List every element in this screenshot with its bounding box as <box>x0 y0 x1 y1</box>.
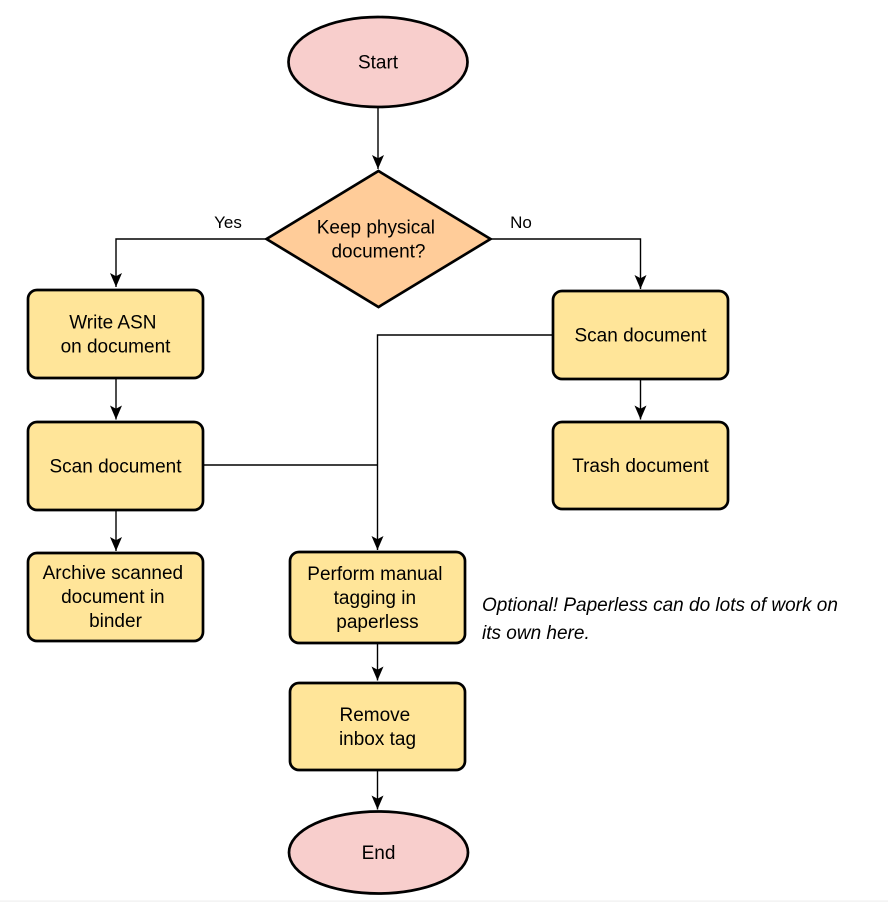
node-decision-keep-physical: Keep physical document? <box>263 169 494 309</box>
archive-label-line2: document in <box>61 587 165 608</box>
scan-left-box <box>26 420 205 512</box>
write-asn-label-line2: on document <box>61 337 172 358</box>
trash-box <box>551 420 730 511</box>
remove-inbox-label-line1: Remove <box>339 705 410 726</box>
edge-label-yes: Yes <box>214 213 242 232</box>
edge-scan-right-to-tagging <box>371 334 553 550</box>
edge-labels: Yes No <box>214 213 532 232</box>
remove-inbox-label-line2: inbox tag <box>339 729 416 750</box>
tagging-label: Perform manual tagging in paperless <box>307 564 447 633</box>
tagging-label-line1: Perform manual <box>307 564 442 585</box>
edge-decision-no-to-scan-right <box>491 238 647 289</box>
annotation: Optional! Paperless can do lots of work … <box>482 595 843 644</box>
tagging-box <box>288 550 467 645</box>
write-asn-label-line1: Write ASN <box>69 313 156 334</box>
edges <box>110 107 647 810</box>
write-asn-label: Write ASN on document <box>61 313 172 358</box>
node-scan-left: Scan document <box>26 420 205 512</box>
decision-diamond <box>263 169 494 309</box>
scan-left-label: Scan document <box>49 457 182 478</box>
page-bottom-divider <box>0 900 888 902</box>
edge-decision-yes-to-write-asn <box>110 238 266 287</box>
node-end: End <box>287 810 470 895</box>
trash-label: Trash document <box>572 456 709 477</box>
end-ellipse <box>287 810 470 895</box>
start-ellipse <box>287 15 469 109</box>
archive-label-line3: binder <box>89 611 142 632</box>
scan-right-box <box>551 289 730 381</box>
archive-label-line1: Archive scanned <box>43 563 183 584</box>
tagging-label-line2: tagging in <box>334 588 416 609</box>
annotation-text: Optional! Paperless can do lots of work … <box>482 595 843 644</box>
archive-label: Archive scanned document in binder <box>43 563 189 632</box>
decision-label: Keep physical document? <box>317 218 441 263</box>
node-write-asn: Write ASN on document <box>26 288 205 380</box>
node-tagging: Perform manual tagging in paperless <box>288 550 467 645</box>
nodes: Start Keep physical document? Write ASN … <box>26 15 730 895</box>
node-scan-right: Scan document <box>551 289 730 381</box>
start-label: Start <box>358 53 399 74</box>
decision-label-line2: document? <box>331 242 425 263</box>
scan-right-label: Scan document <box>574 326 707 347</box>
edge-label-no: No <box>510 213 532 232</box>
node-trash: Trash document <box>551 420 730 511</box>
tagging-label-line3: paperless <box>336 612 418 633</box>
annotation-line2: its own here. <box>482 623 590 644</box>
node-archive: Archive scanned document in binder <box>26 551 205 643</box>
remove-inbox-label: Remove inbox tag <box>339 705 416 750</box>
end-label: End <box>362 843 396 864</box>
archive-box <box>26 551 205 643</box>
write-asn-box <box>26 288 205 380</box>
annotation-line1: Optional! Paperless can do lots of work … <box>482 595 838 616</box>
node-remove-inbox: Remove inbox tag <box>288 681 467 772</box>
remove-inbox-box <box>288 681 467 772</box>
decision-label-line1: Keep physical <box>317 218 435 239</box>
node-start: Start <box>287 15 469 109</box>
